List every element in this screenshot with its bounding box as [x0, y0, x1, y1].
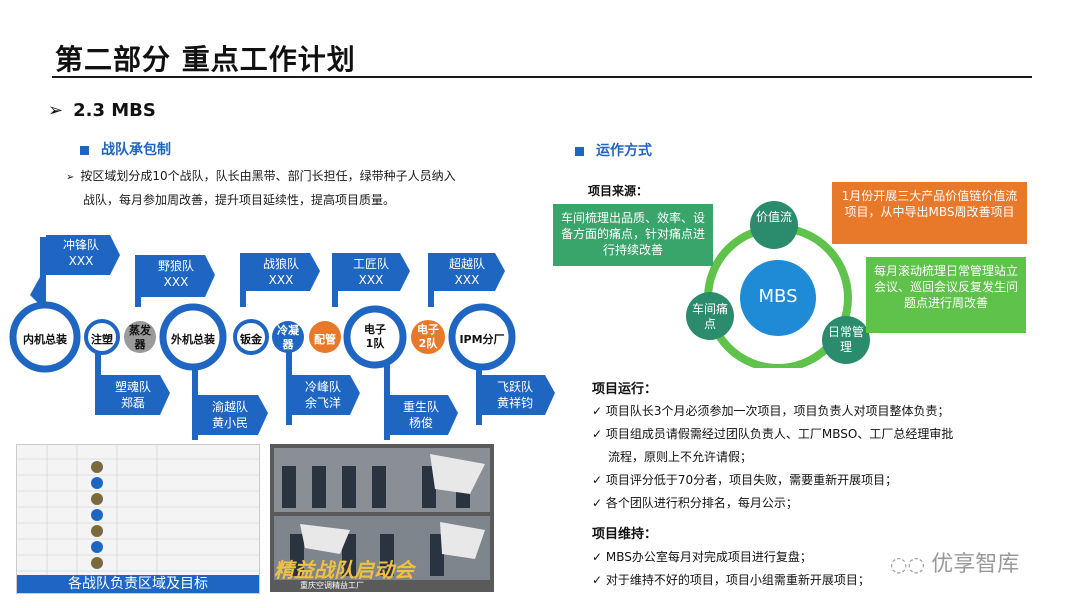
- square-bullet-icon: [80, 146, 89, 155]
- run-title: 项目运行：: [592, 378, 657, 397]
- table-thumbnail: [17, 445, 259, 593]
- node-label: 配管: [311, 331, 339, 347]
- source-label: 项目来源：: [588, 182, 648, 199]
- team-table-image: 各战队负责区域及目标: [16, 444, 260, 594]
- node-label: 内机总装: [16, 331, 74, 347]
- cycle-node-label: 车间痛点: [690, 302, 730, 332]
- check-icon: ✓: [592, 473, 606, 487]
- node-label: IPM分厂: [456, 331, 508, 347]
- node-label: 注塑: [88, 331, 116, 347]
- cycle-center-label: MBS: [740, 286, 816, 307]
- source-box-workshop: 车间梳理出品质、效率、设备方面的痛点，针对痛点进行持续改善: [553, 204, 713, 266]
- list-item: ✓ 项目评分低于70分者，项目失败，需要重新开展项目；: [592, 469, 1012, 492]
- cycle-node-label: 价值流: [754, 210, 794, 225]
- list-item: ✓ 各个团队进行积分排名，每月公示；: [592, 492, 1012, 515]
- chevron-right-icon: ➢: [48, 100, 63, 121]
- arrow-bullet-icon: ➢: [66, 172, 74, 183]
- source-box-daily: 每月滚动梳理日常管理站立会议、巡回会议反复发生问题点进行周改善: [866, 257, 1026, 333]
- flag-label: 渝越队黄小民: [198, 399, 262, 431]
- right-subtitle: 运作方式: [575, 140, 652, 160]
- node-label: 电子1队: [362, 323, 388, 351]
- photo-subcaption: 重庆空调精益工厂: [300, 580, 364, 591]
- check-icon: ✓: [592, 404, 606, 418]
- left-description: ➢按区域划分成10个战队，队长由黑带、部门长担任，绿带种子人员纳入 战队，每月参…: [66, 165, 526, 212]
- photo-caption: 精益战队启动会: [274, 554, 414, 583]
- check-icon: ✓: [592, 573, 606, 587]
- page-title: 第二部分 重点工作计划: [55, 38, 356, 78]
- source-box-value-stream: 1月份开展三大产品价值链价值流项目，从中导出MBS周改善项目: [832, 182, 1027, 244]
- square-bullet-icon: [575, 147, 584, 156]
- kickoff-photo: 精益战队启动会 重庆空调精益工厂: [270, 444, 494, 592]
- table-caption: 各战队负责区域及目标: [17, 575, 259, 593]
- node-label: 蒸发器: [126, 324, 154, 352]
- list-item: ✓ 项目组成员请假需经过团队负责人、工厂MBSO、工厂总经理审批: [592, 423, 1012, 446]
- left-subtitle: 战队承包制: [80, 139, 171, 159]
- run-list: ✓ 项目队长3个月必须参加一次项目，项目负责人对项目整体负责； ✓ 项目组成员请…: [592, 400, 1012, 515]
- maint-title: 项目维持：: [592, 523, 657, 542]
- flag-label: 塑魂队郑磊: [101, 379, 165, 411]
- flag-label: 重生队杨俊: [390, 399, 452, 431]
- list-item: ✓ 项目队长3个月必须参加一次项目，项目负责人对项目整体负责；: [592, 400, 1012, 423]
- node-label: 钣金: [237, 331, 265, 347]
- node-label: 电子2队: [414, 323, 442, 351]
- list-item: 流程，原则上不允许请假；: [592, 446, 1012, 469]
- check-icon: ✓: [592, 496, 606, 510]
- cycle-node-label: 日常管理: [826, 325, 866, 355]
- section-heading: ➢2.3 MBS: [48, 100, 156, 121]
- check-icon: ✓: [592, 427, 606, 441]
- node-label: 冷凝器: [274, 324, 302, 352]
- watermark: ◌◌ 优享智库: [890, 546, 1019, 578]
- flag-label: 冷峰队余飞洋: [292, 379, 354, 411]
- flag-label: 飞跃队黄祥钧: [482, 379, 548, 411]
- title-divider: [52, 76, 1032, 78]
- wechat-icon: ◌◌: [890, 552, 931, 576]
- node-label: 外机总装: [166, 331, 220, 347]
- cycle-node-value: [750, 201, 798, 249]
- check-icon: ✓: [592, 550, 606, 564]
